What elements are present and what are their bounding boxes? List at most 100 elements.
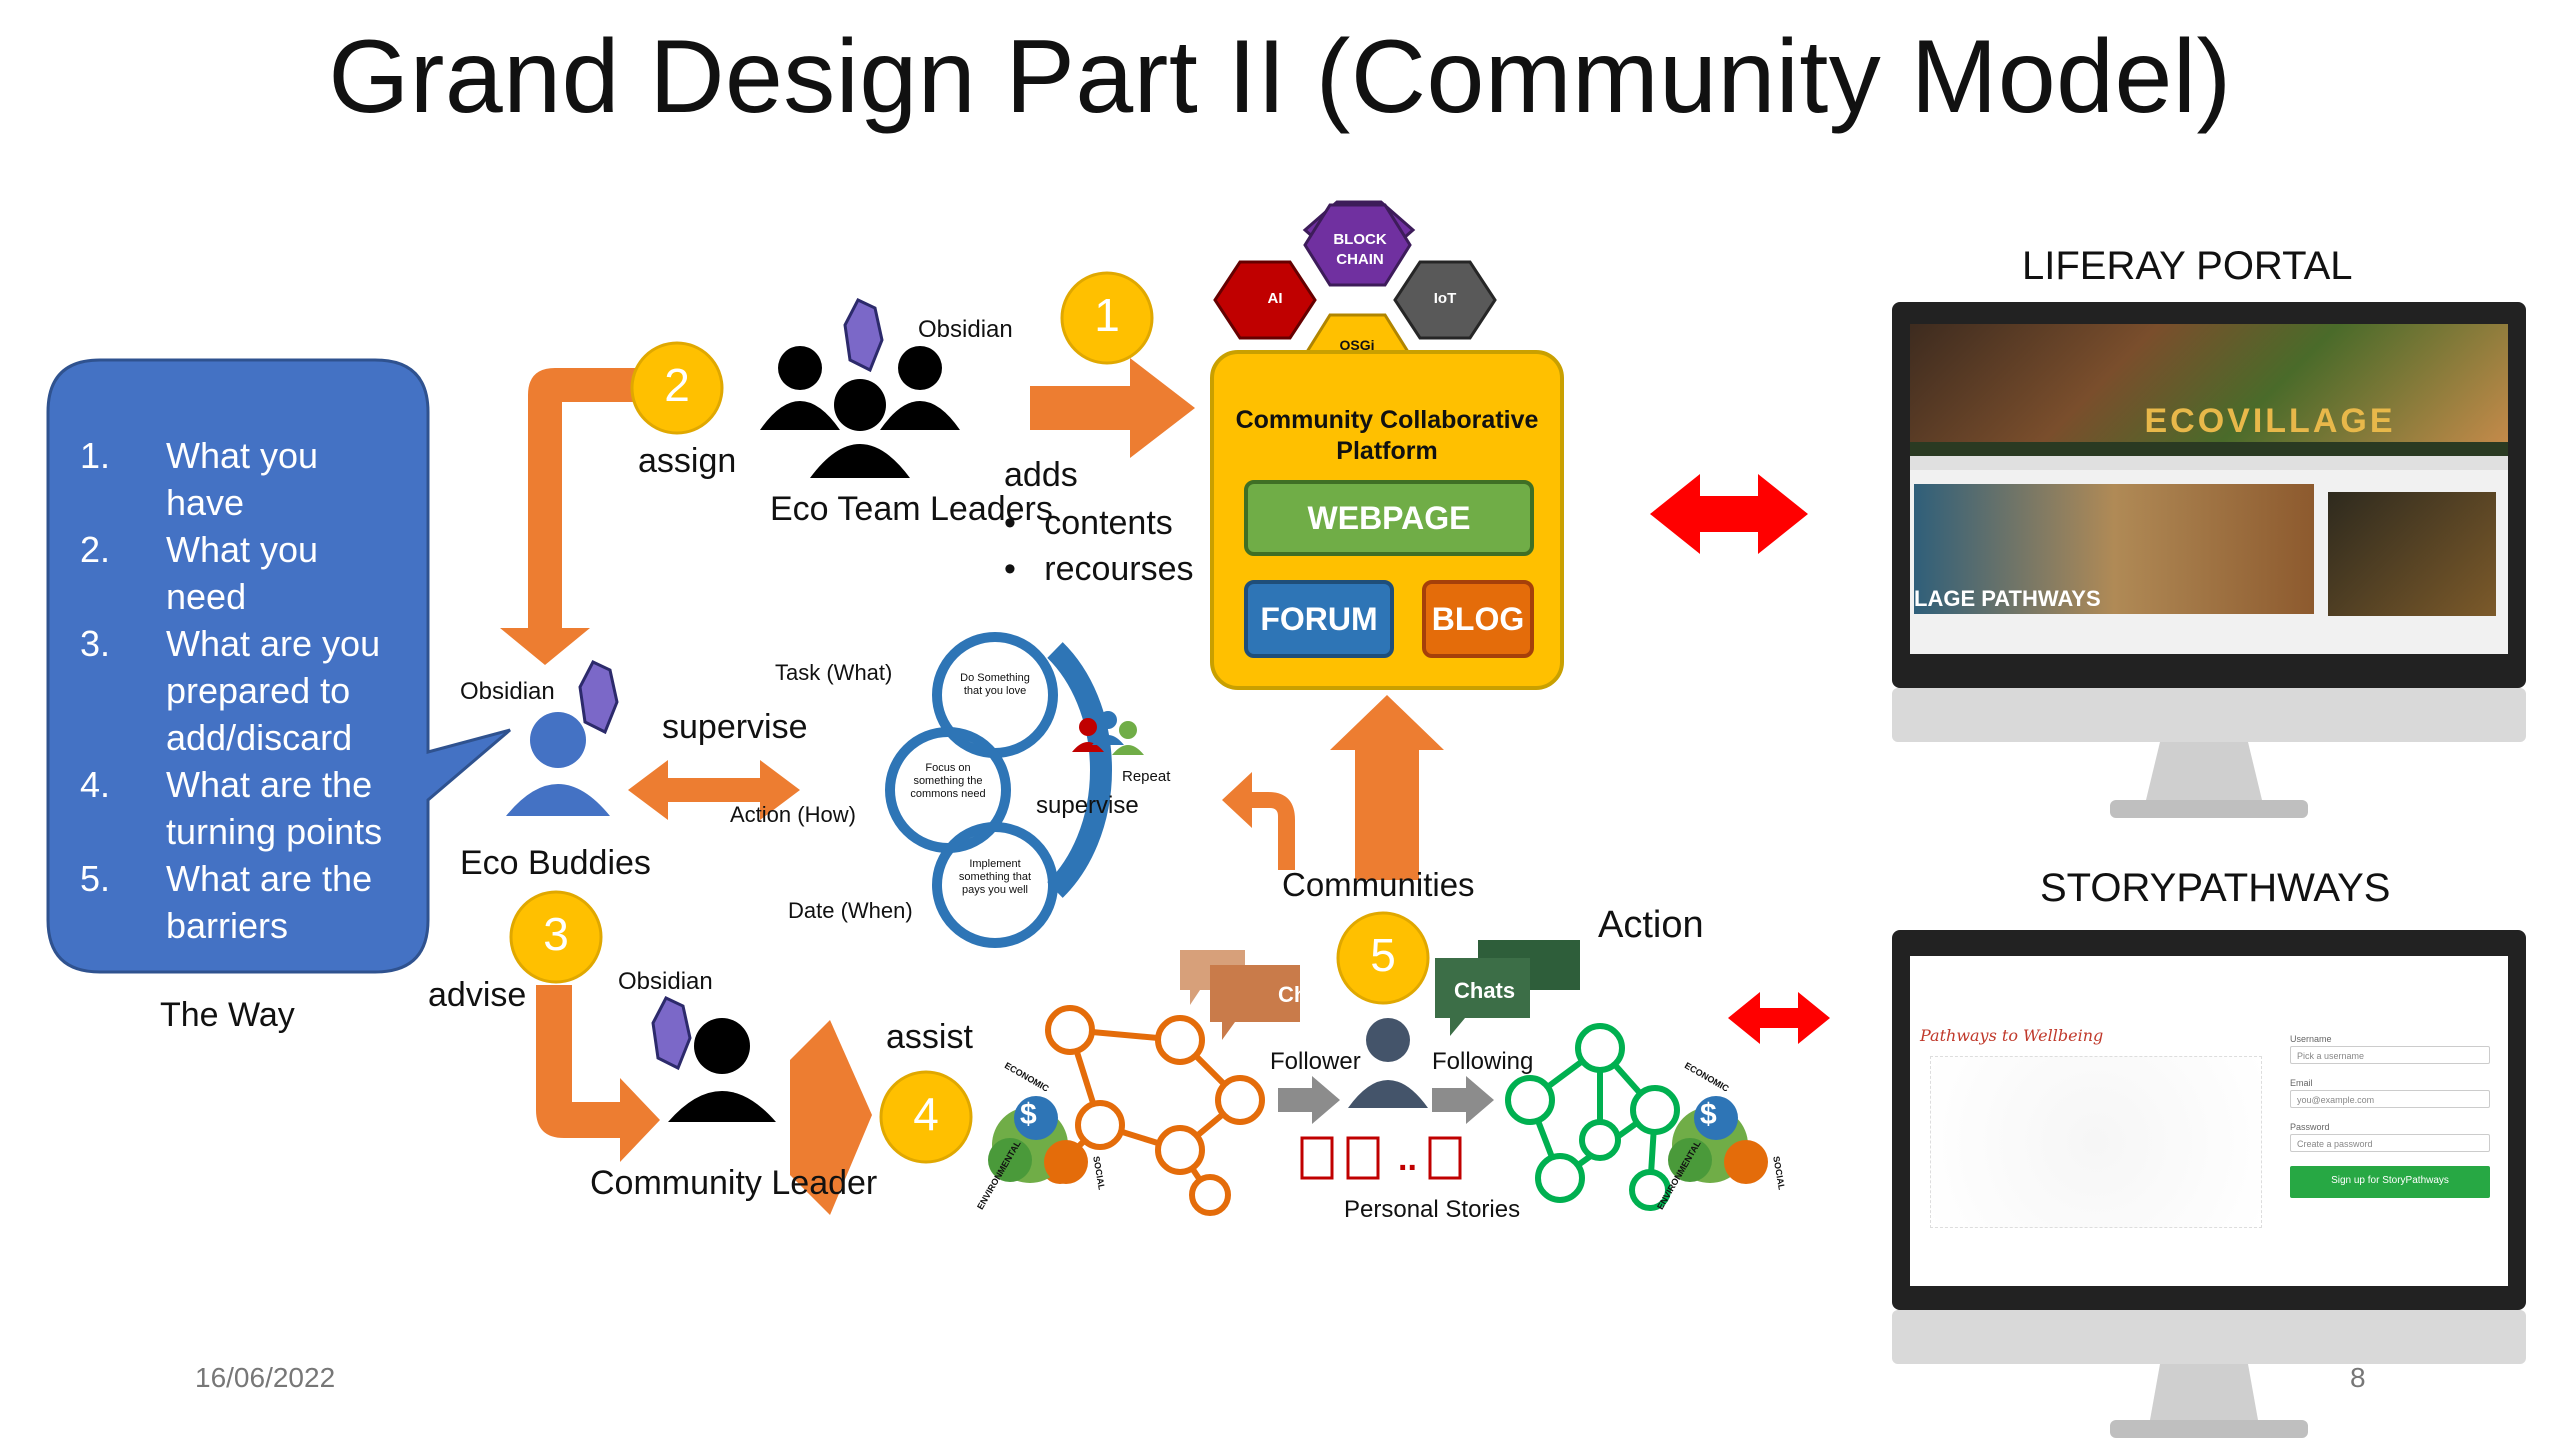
- following-arrow: [1432, 1076, 1494, 1124]
- badge-1-number: 1: [1094, 289, 1120, 341]
- assist-arrow: [790, 1020, 872, 1215]
- cycle-step-pays: Implement something that pays you well: [958, 858, 1032, 896]
- orange-network: [1041, 1005, 1265, 1216]
- sp-password-input[interactable]: Create a password: [2290, 1134, 2490, 1152]
- obsidian-label-team: Obsidian: [918, 316, 1013, 343]
- liferay-breadcrumb: [1910, 456, 2508, 470]
- badge-4-number: 4: [913, 1088, 939, 1140]
- cycle-diagram: [885, 632, 1112, 948]
- blog-button[interactable]: BLOG: [1422, 580, 1534, 658]
- supervise-arrow: [628, 760, 800, 820]
- liferay-side-video[interactable]: [2328, 492, 2496, 616]
- economic-dollar-right: $: [1700, 1098, 1717, 1131]
- badge-2: [630, 341, 724, 435]
- storypathways-link-arrow: [1728, 992, 1830, 1044]
- the-way-caption: The Way: [160, 996, 295, 1034]
- obsidian-label-leader: Obsidian: [618, 968, 713, 995]
- eco-team-leaders-label: Eco Team Leaders: [770, 490, 1053, 528]
- obsidian-crystal-leader: [651, 996, 692, 1071]
- hex-ai: [1213, 260, 1317, 340]
- cycle-supervise-label: supervise: [1036, 792, 1139, 819]
- the-way-callout: [46, 358, 511, 974]
- adds-arrow: [1030, 358, 1195, 458]
- sp-pathway-map: [1930, 1056, 2262, 1228]
- slide-date: 16/06/2022: [195, 1362, 336, 1393]
- liferay-video-overlay: LAGE PATHWAYS: [1914, 586, 2101, 611]
- advise-label: advise: [428, 976, 527, 1014]
- badge-4: [879, 1070, 973, 1164]
- assist-label: assist: [886, 1018, 973, 1056]
- cycle-action-label: Action (How): [730, 802, 856, 827]
- storypathways-screen: Pathways to Wellbeing Username Pick a us…: [1910, 956, 2508, 1286]
- chat-bubble-right: [1435, 958, 1530, 1036]
- sp-password-label: Password: [2290, 1122, 2330, 1132]
- liferay-nav-bar[interactable]: [1910, 442, 2508, 456]
- supervise-label: supervise: [662, 708, 808, 746]
- platform-title: Community Collaborative Platform: [1235, 406, 1539, 465]
- liferay-banner-title: ECOVILLAGE: [2144, 402, 2396, 440]
- personal-story-docs: [1300, 1136, 1462, 1180]
- badge-5-number: 5: [1370, 929, 1396, 981]
- eco-buddies-label: Eco Buddies: [460, 844, 651, 882]
- sp-signup-button[interactable]: Sign up for StoryPathways: [2290, 1166, 2490, 1198]
- central-person-icon: [1348, 1018, 1428, 1108]
- liferay-portal-label: LIFERAY PORTAL: [2022, 244, 2353, 288]
- webpage-button[interactable]: WEBPAGE: [1244, 480, 1534, 556]
- liferay-video[interactable]: [1914, 484, 2314, 614]
- green-network: [1505, 1023, 1680, 1211]
- recourses-bullet: • recourses: [1004, 550, 1194, 588]
- sp-username-input[interactable]: Pick a username: [2290, 1046, 2490, 1064]
- advise-arrow: [536, 985, 660, 1162]
- assign-label: assign: [638, 442, 737, 480]
- eco-buddies-icon: [506, 712, 610, 816]
- sustainability-icon-left: [988, 1096, 1088, 1184]
- cycle-step-love: Do Something that you love: [960, 672, 1030, 697]
- contents-bullet: • contents: [1004, 504, 1173, 542]
- community-leader-icon: [668, 1018, 776, 1122]
- following-label: Following: [1432, 1048, 1534, 1075]
- hex-iot-label: IoT: [1433, 290, 1457, 307]
- hex-block-chain-label: BLOCK CHAIN: [1333, 231, 1387, 268]
- liferay-link-arrow: [1650, 474, 1808, 554]
- communities-up-arrow: [1330, 695, 1444, 880]
- cycle-repeat-label: Repeat: [1122, 768, 1171, 785]
- follower-arrow: [1278, 1076, 1340, 1124]
- community-leader-label: Community Leader: [590, 1164, 878, 1202]
- communities-label: Communities: [1282, 866, 1475, 903]
- badge-1: [1060, 271, 1154, 365]
- chat-bubble-left: [1210, 965, 1300, 1040]
- obsidian-label-buddies: Obsidian: [460, 678, 555, 705]
- slide-number: 8: [2350, 1362, 2366, 1393]
- follower-label: Follower: [1270, 1048, 1361, 1075]
- sustainability-icon-right: [1668, 1096, 1768, 1184]
- list-item: 5.What are the barriers: [80, 858, 373, 946]
- adds-label: adds: [1004, 456, 1078, 494]
- hex-block-chain-shape: [1303, 203, 1412, 287]
- liferay-banner: [1910, 324, 2508, 442]
- assign-arrow: [500, 368, 640, 665]
- chats-label-left: Chats: [1278, 982, 1340, 1007]
- list-item: 4.What are the turning points: [80, 764, 383, 852]
- list-item: 2.What you need: [80, 529, 319, 617]
- cycle-task-label: Task (What): [775, 660, 893, 685]
- hex-ai-label: AI: [1267, 290, 1283, 307]
- cycle-step-commons: Focus on something the commons need: [910, 762, 986, 800]
- communities-curved-arrow: [1222, 772, 1295, 870]
- badge-3: [509, 890, 603, 984]
- forum-button[interactable]: FORUM: [1244, 580, 1394, 658]
- list-item: 1.What you have: [80, 435, 319, 523]
- sp-username-label: Username: [2290, 1034, 2332, 1044]
- badge-5: [1336, 911, 1430, 1005]
- stories-ellipsis: ..: [1398, 1140, 1417, 1178]
- action-label: Action: [1598, 904, 1704, 946]
- badge-2-number: 2: [664, 359, 690, 411]
- team-leaders-icon: [760, 346, 960, 478]
- storypathways-label: STORYPATHWAYS: [2040, 866, 2391, 910]
- chats-label-right: Chats: [1454, 978, 1516, 1003]
- personal-stories-label: Personal Stories: [1344, 1196, 1521, 1223]
- repeat-people-icon: [1072, 711, 1144, 755]
- sp-email-input[interactable]: you@example.com: [2290, 1090, 2490, 1108]
- badge-3-number: 3: [543, 908, 569, 960]
- hex-iot: [1393, 260, 1497, 340]
- liferay-screen: ECOVILLAGE LAGE PATHWAYS: [1910, 324, 2508, 654]
